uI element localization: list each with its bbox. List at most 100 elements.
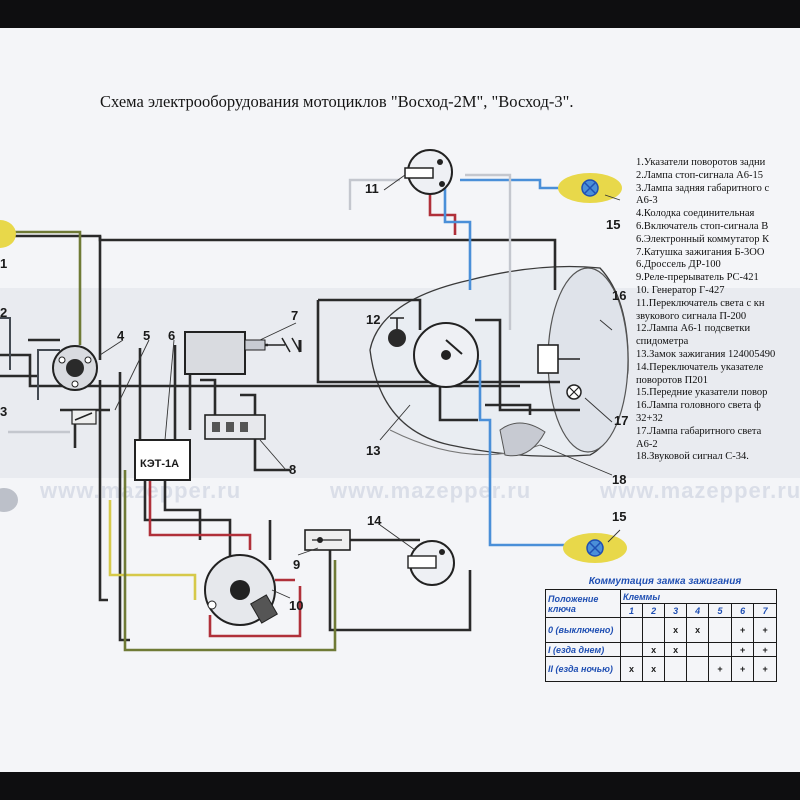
cell: x — [686, 617, 710, 643]
legend-item: 11.Переключатель света с кн — [636, 297, 765, 309]
callout-4: 4 — [117, 328, 125, 343]
legend-item: 9.Реле-прерыватель РС-421 — [636, 272, 759, 284]
callout-7: 7 — [291, 308, 299, 323]
yellow-wires — [108, 500, 197, 600]
legend-item: 16.Лампа головного света ф — [636, 400, 761, 412]
front-turn-indicator — [563, 533, 627, 563]
callout-16: 16 — [612, 288, 627, 303]
cell — [708, 642, 732, 657]
commutator-label: КЭТ-1А — [140, 458, 180, 470]
cell: + — [730, 642, 755, 657]
terminal-header: 7 — [753, 603, 777, 618]
cell: x — [664, 617, 688, 643]
legend-item: 15.Передние указатели повор — [636, 387, 768, 399]
terminal-header: 2 — [642, 603, 666, 618]
table-row: 0 (выключено) x x + + — [545, 617, 777, 643]
cell — [619, 642, 644, 657]
callout-13: 13 — [366, 443, 381, 458]
ignition-table-title: Коммутация замка зажигания — [588, 576, 742, 587]
terminal-header: 4 — [686, 603, 710, 618]
legend-item: 6.Электронный коммутатор К — [636, 233, 770, 245]
legend-item: А6-3 — [636, 195, 658, 207]
cell: x — [642, 656, 666, 682]
cell: x — [642, 642, 666, 657]
table-row: II (езда ночью) x x + + + — [545, 656, 777, 682]
cell: + — [753, 656, 777, 682]
watermark: www.mazepper.ru — [600, 478, 800, 503]
horn-shape — [499, 422, 546, 457]
legend-item: 13.Замок зажигания 124005490 — [636, 348, 776, 360]
light-switch — [404, 149, 453, 195]
relay-breaker — [304, 529, 351, 551]
black-wires — [0, 234, 580, 642]
ignition-table-grid: Положение ключа Клеммы 1 2 3 4 5 6 7 0 (… — [545, 589, 777, 682]
row-position: 0 (выключено) — [545, 617, 621, 643]
callout-15-bottom: 15 — [612, 509, 627, 524]
legend-item: звукового сигнала П-200 — [636, 310, 747, 322]
callout-12: 12 — [366, 312, 381, 327]
row-position: II (езда ночью) — [545, 656, 621, 682]
header-position: Положение ключа — [545, 589, 621, 618]
legend-item: 3.Лампа задняя габаритного с — [636, 182, 770, 194]
cell: + — [708, 656, 732, 682]
legend-item: А6-2 — [636, 438, 658, 450]
legend-item: 6.Дроссель ДР-100 — [636, 259, 721, 271]
legend-item: 32+32 — [636, 412, 663, 424]
generator — [204, 554, 278, 626]
blue-wires — [443, 178, 580, 547]
connector-block — [52, 345, 98, 391]
watermark: www.mazepper.ru — [40, 478, 242, 503]
rear-turn-indicator — [0, 220, 16, 248]
header-terminals: Клеммы — [620, 589, 777, 604]
legend-item: 7.Катушка зажигания Б-3ОО — [636, 246, 765, 258]
stop-signal-switch — [71, 409, 97, 425]
terminal-header: 3 — [664, 603, 688, 618]
callout-17: 17 — [614, 413, 629, 428]
legend-item: 12.Лампа А6-1 подсветки — [636, 323, 751, 335]
callout-6: 6 — [168, 328, 176, 343]
components-legend: 1.Указатели поворотов задни 2.Лампа стоп… — [636, 157, 800, 464]
cell: + — [753, 617, 777, 643]
cell — [708, 617, 732, 643]
terminal-header: 6 — [730, 603, 755, 618]
cell: + — [730, 656, 755, 682]
table-row: I (езда днем) x x + + — [545, 642, 777, 657]
row-position: I (езда днем) — [545, 642, 621, 657]
cell: + — [730, 617, 755, 643]
callout-2: 2 — [0, 305, 8, 320]
terminal-header: 1 — [619, 603, 644, 618]
legend-item: 17.Лампа габаритного света — [636, 425, 762, 437]
green-wires — [0, 230, 337, 652]
callout-14: 14 — [367, 513, 382, 528]
cell: + — [753, 642, 777, 657]
speedometer-lamp — [388, 317, 406, 347]
diagram-title: Схема электрооборудования мотоциклов "Во… — [100, 92, 574, 111]
parking-lamp — [566, 384, 582, 400]
legend-item: 18.Звуковой сигнал С-34. — [636, 451, 749, 463]
callout-18: 18 — [612, 472, 627, 487]
cell — [619, 617, 644, 643]
watermark: www.mazepper.ru — [330, 478, 532, 503]
rear-light — [0, 488, 18, 512]
legend-item: поворотов П201 — [636, 374, 708, 386]
cell — [664, 656, 688, 682]
cell — [686, 656, 710, 682]
legend-item: 14.Переключатель указателе — [636, 361, 764, 373]
callout-5: 5 — [143, 328, 151, 343]
gray-wires — [8, 173, 512, 434]
legend-item: спидометра — [636, 336, 689, 348]
red-wires — [148, 188, 457, 638]
callout-15-top: 15 — [606, 217, 621, 232]
callout-9: 9 — [293, 557, 301, 572]
callout-3: 3 — [0, 404, 8, 419]
callout-8: 8 — [289, 462, 297, 477]
callout-10: 10 — [289, 598, 304, 613]
electronic-commutator — [134, 439, 191, 481]
turn-switch — [407, 540, 455, 586]
cell — [642, 617, 666, 643]
legend-item: 4.Колодка соединительная — [636, 208, 755, 220]
terminal-header: 5 — [708, 603, 732, 618]
legend-item: 6.Включатель стоп-сигнала В — [636, 220, 769, 232]
ignition-lock — [413, 322, 479, 388]
